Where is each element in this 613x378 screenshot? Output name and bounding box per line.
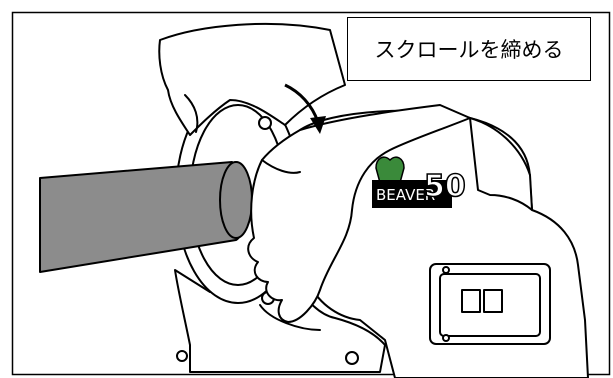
base-edge-line (259, 304, 321, 331)
upper-finger-line (184, 94, 199, 133)
base-bolt-1 (176, 350, 188, 362)
pipe-end (219, 161, 253, 239)
curved-arrow-icon (284, 83, 326, 134)
lower-hand (247, 104, 471, 323)
upper-hand (158, 22, 346, 136)
thumb-line (261, 159, 301, 174)
logo-model: 50 (424, 169, 466, 204)
callout-label: スクロールを締める (347, 17, 591, 81)
panel-screw-1 (442, 266, 450, 274)
chuck-screw (258, 116, 272, 130)
outer-frame (11, 11, 611, 376)
base-bolt-2 (345, 351, 359, 365)
logo-brand: BEAVER (376, 186, 435, 204)
brand-logo: BEAVER 50 (372, 156, 467, 208)
motor-housing (469, 117, 533, 211)
switch-button-left (461, 289, 481, 313)
panel-screw-2 (442, 334, 450, 342)
switch-button-right (483, 289, 503, 313)
callout-text: スクロールを締める (374, 38, 564, 62)
